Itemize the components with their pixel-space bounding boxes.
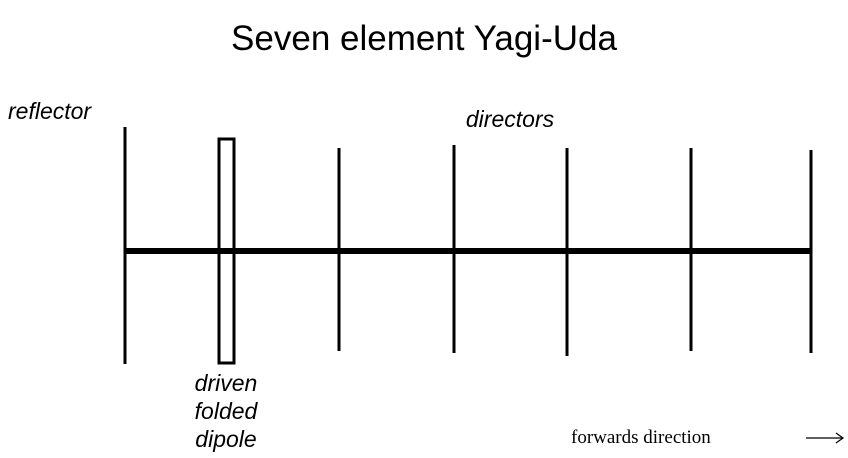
driven-folded-dipole-element xyxy=(217,137,236,365)
driven-label-line2: folded xyxy=(195,398,259,424)
forwards-arrow-icon xyxy=(806,432,845,444)
forwards-direction-label: forwards direction xyxy=(571,427,711,448)
directors-label: directors xyxy=(466,106,555,132)
diagram-title: Seven element Yagi-Uda xyxy=(231,19,617,58)
driven-label-line1: driven xyxy=(195,370,258,396)
reflector-label: reflector xyxy=(8,98,92,124)
driven-label-line3: dipole xyxy=(195,426,256,452)
